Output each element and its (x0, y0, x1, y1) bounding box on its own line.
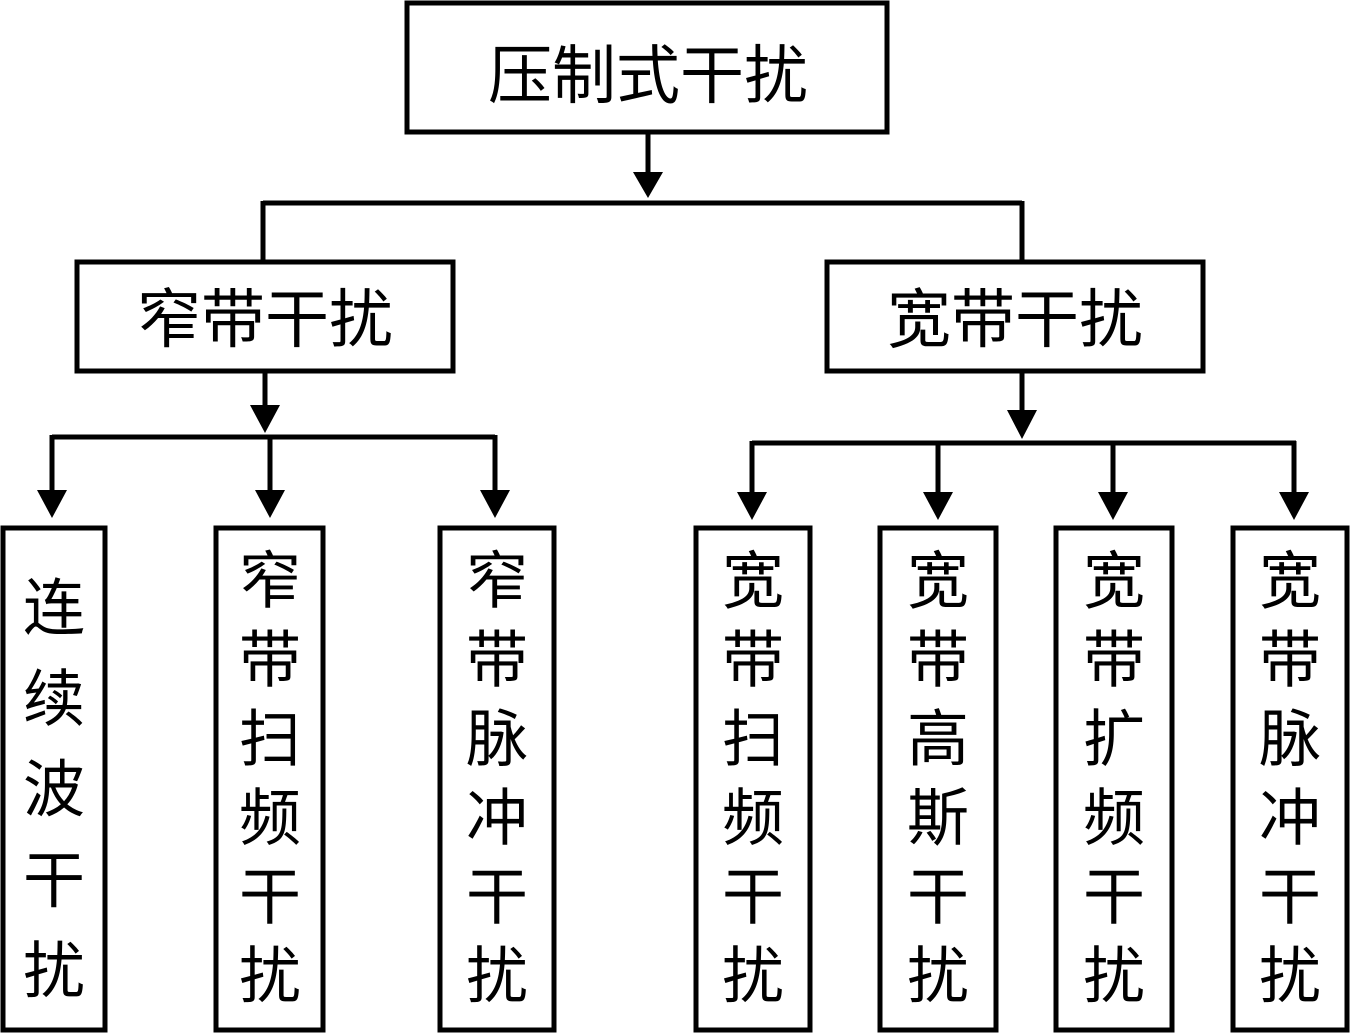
arrowhead-narrow-child-1 (37, 490, 67, 518)
leaf-label: 宽带脉冲干扰 (1259, 545, 1321, 1013)
arrowhead-wide (1007, 410, 1037, 439)
leaf-label: 宽带扩频干扰 (1083, 545, 1145, 1013)
leaf-node-wide-spread: 宽带扩频干扰 (1053, 525, 1175, 1033)
arrowhead-wide-child-2 (923, 492, 953, 520)
leaf-label: 宽带扫频干扰 (722, 545, 784, 1013)
leaf-label: 窄带扫频干扰 (239, 545, 301, 1013)
narrowband-label: 窄带干扰 (137, 284, 393, 358)
arrowhead-narrow (250, 405, 280, 433)
leaf-label: 连续波干扰 (23, 572, 85, 1008)
root-label: 压制式干扰 (488, 40, 808, 114)
arrowhead-wide-child-3 (1098, 492, 1128, 520)
arrowheads (37, 172, 1309, 520)
narrowband-children: 连续波干扰 窄带扫频干扰 窄带脉冲干扰 (0, 525, 557, 1033)
leaf-node-narrow-sweep: 窄带扫频干扰 (213, 525, 326, 1033)
wideband-node: 宽带干扰 (824, 259, 1206, 374)
arrowhead-wide-child-4 (1279, 492, 1309, 520)
root-node: 压制式干扰 (404, 0, 890, 135)
wideband-label: 宽带干扰 (887, 284, 1143, 358)
leaf-node-wide-pulse: 宽带脉冲干扰 (1230, 525, 1350, 1033)
arrowhead-narrow-child-2 (255, 490, 285, 518)
leaf-label: 窄带脉冲干扰 (466, 545, 528, 1013)
arrowhead-root (633, 172, 663, 198)
leaf-node-narrow-pulse: 窄带脉冲干扰 (437, 525, 557, 1033)
narrowband-node: 窄带干扰 (74, 259, 456, 374)
arrowhead-wide-child-1 (737, 492, 767, 520)
wideband-children: 宽带扫频干扰 宽带高斯干扰 宽带扩频干扰 宽带脉冲干扰 (693, 525, 1350, 1033)
leaf-label: 宽带高斯干扰 (907, 545, 969, 1013)
leaf-node-wide-gaussian: 宽带高斯干扰 (877, 525, 999, 1033)
leaf-node-wide-sweep: 宽带扫频干扰 (693, 525, 813, 1033)
leaf-node-continuous-wave: 连续波干扰 (0, 525, 108, 1033)
arrowhead-narrow-child-3 (480, 490, 510, 518)
connector-lines (49, 133, 1297, 497)
